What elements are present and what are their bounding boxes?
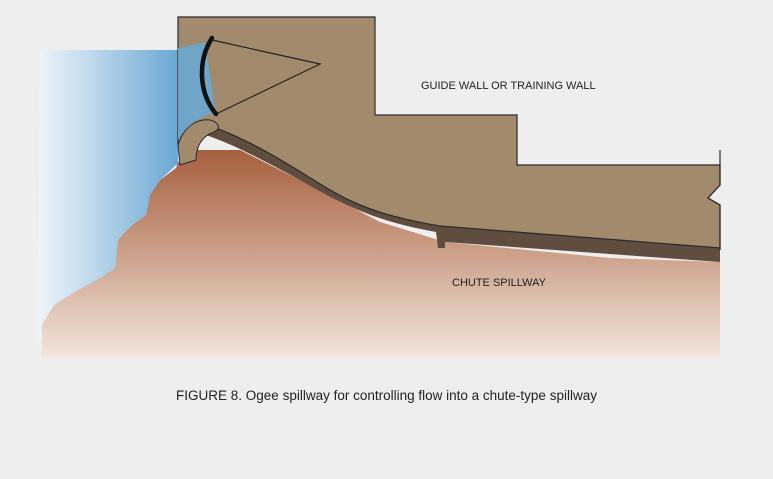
figure-caption: FIGURE 8. Ogee spillway for controlling …: [176, 388, 597, 403]
chute-spillway-label: CHUTE SPILLWAY: [452, 277, 546, 289]
chute-slab: [196, 125, 720, 262]
reservoir-water: [38, 50, 178, 350]
radial-gate-arms: [211, 39, 322, 115]
break-line: [707, 150, 721, 250]
ogee-crest: [177, 119, 219, 166]
guide-wall-label: GUIDE WALL OR TRAINING WALL: [421, 80, 596, 92]
radial-gate: [199, 35, 219, 117]
ground-foundation: [42, 150, 720, 358]
gate-water: [178, 42, 216, 140]
